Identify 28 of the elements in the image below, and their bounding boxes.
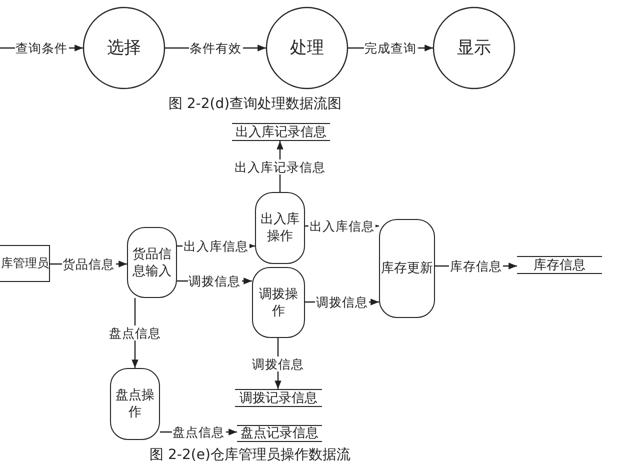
process-circle: 显示	[433, 7, 515, 89]
data-store: 库存信息	[517, 256, 602, 274]
process-box: 库存更新	[379, 219, 435, 318]
edge-label: 出入库信息	[182, 238, 250, 254]
edge-label: 完成查询	[364, 40, 418, 56]
process-circle: 处理	[266, 7, 348, 89]
data-store: 盘点记录信息	[237, 425, 322, 442]
process-box: 货品信息输入	[127, 227, 177, 298]
edge-label: 货品信息	[62, 256, 116, 272]
edge-label: 条件有效	[188, 40, 242, 56]
edge-label: 盘点信息	[108, 326, 162, 340]
edge-label: 调拨信息	[188, 274, 242, 288]
edge-label: 库存信息	[449, 258, 503, 274]
edge-label: 盘点信息	[172, 424, 226, 440]
edge-label: 出入库记录信息	[234, 159, 326, 174]
process-box: 盘点操作	[110, 368, 160, 440]
figure-caption: 图 2-2(e)仓库管理员操作数据流	[150, 446, 350, 464]
edge-label: 查询条件	[14, 40, 68, 56]
edge-label: 调拨信息	[251, 356, 305, 371]
figure-caption: 图 2-2(d)查询处理数据流图	[168, 95, 342, 113]
data-store: 调拨记录信息	[235, 389, 322, 407]
edge-label: 出入库信息	[308, 218, 376, 234]
process-circle: 选择	[83, 7, 165, 89]
data-store: 出入库记录信息	[232, 123, 330, 141]
edge-label: 调拨信息	[315, 294, 369, 310]
process-box: 调拨操作	[252, 267, 305, 338]
process-box: 出入库操作	[255, 192, 305, 264]
entity-box: 库管理员	[0, 245, 50, 282]
